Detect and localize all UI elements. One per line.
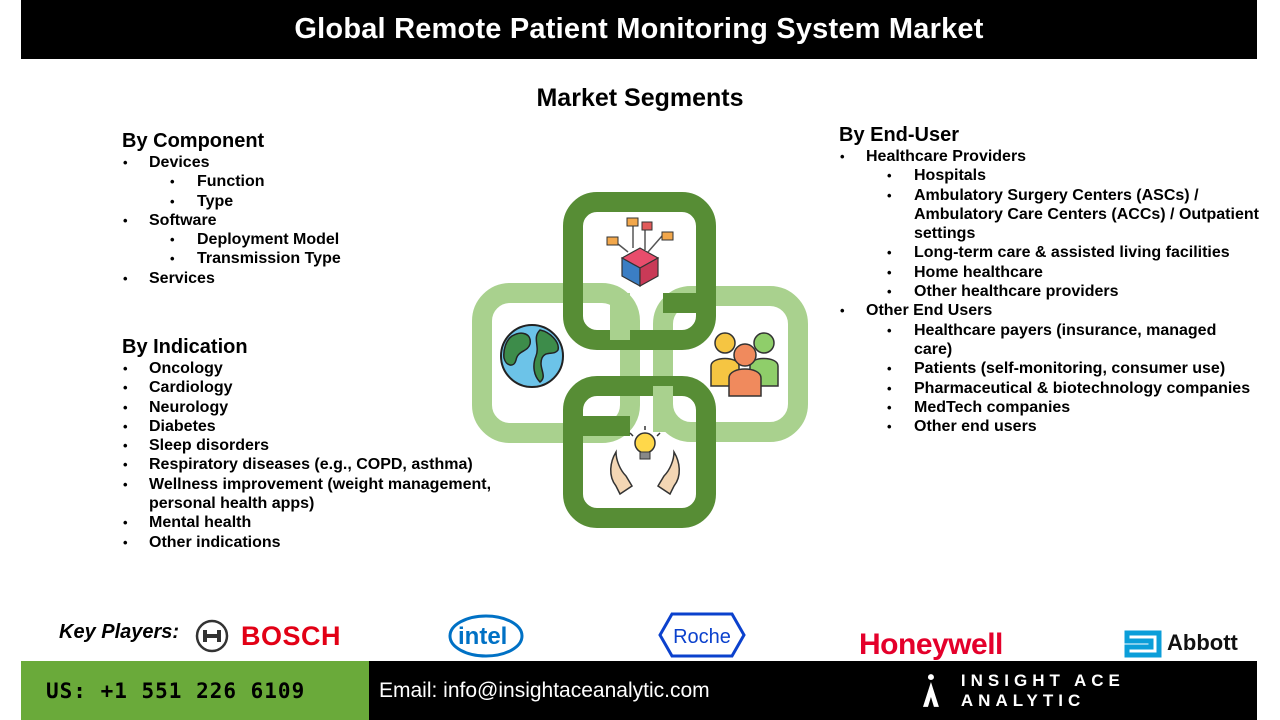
roche-hexagon-icon: Roche (658, 612, 746, 658)
list-item: Other End Users (839, 301, 1259, 321)
abbott-logo: Abbott (1123, 627, 1238, 659)
list-item: Services (122, 269, 452, 289)
footer-brand: INSIGHT ACE ANALYTIC (921, 661, 1257, 720)
component-list: DevicesFunctionTypeSoftwareDeployment Mo… (122, 153, 452, 288)
page-title-bar: Global Remote Patient Monitoring System … (21, 0, 1257, 59)
globe-icon (500, 324, 564, 388)
list-item: Transmission Type (122, 249, 452, 269)
list-item: Sleep disorders (122, 436, 512, 456)
list-item: Devices (122, 153, 452, 173)
list-item: Function (122, 172, 452, 192)
segments-title: Market Segments (536, 84, 744, 112)
bosch-armature-icon (195, 619, 229, 653)
footer-bar: US: +1 551 226 6109 Email: info@insighta… (21, 661, 1257, 720)
intel-logo-text: intel (458, 623, 507, 650)
list-item: Diabetes (122, 417, 512, 437)
honeywell-logo: Honeywell (859, 628, 1003, 662)
list-item: Respiratory diseases (e.g., COPD, asthma… (122, 455, 512, 475)
list-item: Oncology (122, 359, 512, 379)
list-item: Type (122, 192, 452, 212)
key-players-label: Key Players: (59, 621, 180, 643)
footer-email: Email: info@insightaceanalytic.com (379, 661, 710, 720)
brand-name: INSIGHT ACE ANALYTIC (960, 670, 1125, 710)
component-section: By Component DevicesFunctionTypeSoftware… (122, 129, 452, 288)
roche-logo: Roche (658, 612, 746, 658)
list-item: Patients (self-monitoring, consumer use) (839, 359, 1259, 379)
list-item: Other end users (839, 417, 1259, 437)
phone-number: US: +1 551 226 6109 (46, 678, 306, 703)
left-frame (472, 283, 640, 443)
list-item: Ambulatory Surgery Centers (ASCs) / Ambu… (839, 186, 1259, 244)
list-item: Long-term care & assisted living facilit… (839, 243, 1259, 263)
honeywell-logo-text: Honeywell (859, 628, 1003, 661)
intel-swoosh-icon: intel (448, 614, 524, 658)
list-item: Software (122, 211, 452, 231)
list-item: Mental health (122, 513, 512, 533)
abbott-mark-icon (1124, 630, 1162, 658)
people-group-icon (710, 332, 779, 397)
right-frame (653, 286, 808, 442)
bosch-logo: BOSCH (194, 618, 341, 654)
insight-ace-logo-icon (922, 673, 939, 707)
list-item: Cardiology (122, 378, 512, 398)
bottom-frame (563, 376, 716, 528)
list-item: Healthcare payers (insurance, managed ca… (839, 321, 1259, 360)
footer-phone: US: +1 551 226 6109 (21, 661, 369, 720)
abbott-logo-text: Abbott (1167, 630, 1238, 655)
enduser-section: By End-User Healthcare ProvidersHospital… (839, 123, 1259, 437)
page-title: Global Remote Patient Monitoring System … (294, 13, 984, 45)
enduser-list: Healthcare ProvidersHospitalsAmbulatory … (839, 147, 1259, 437)
component-heading: By Component (122, 130, 265, 152)
list-item: Deployment Model (122, 230, 452, 250)
indication-heading: By Indication (122, 336, 248, 358)
blockchain-icon (606, 217, 674, 288)
bosch-logo-text: BOSCH (241, 620, 342, 651)
email-address: Email: info@insightaceanalytic.com (379, 678, 710, 702)
segments-graphic (472, 192, 808, 528)
list-item: Wellness improvement (weight management,… (122, 475, 512, 514)
list-item: Pharmaceutical & biotechnology companies (839, 379, 1259, 399)
lightbulb-hands-icon (610, 426, 680, 496)
list-item: Hospitals (839, 166, 1259, 186)
list-item: Healthcare Providers (839, 147, 1259, 167)
enduser-heading: By End-User (839, 124, 960, 146)
intel-logo: intel (448, 609, 528, 661)
top-frame (563, 192, 716, 350)
list-item: Neurology (122, 398, 512, 418)
indication-section: By Indication OncologyCardiologyNeurolog… (122, 335, 512, 552)
list-item: Other healthcare providers (839, 282, 1259, 302)
list-item: Other indications (122, 533, 512, 553)
list-item: MedTech companies (839, 398, 1259, 418)
indication-list: OncologyCardiologyNeurologyDiabetesSleep… (122, 359, 512, 552)
list-item: Home healthcare (839, 263, 1259, 283)
roche-logo-text: Roche (673, 626, 731, 648)
